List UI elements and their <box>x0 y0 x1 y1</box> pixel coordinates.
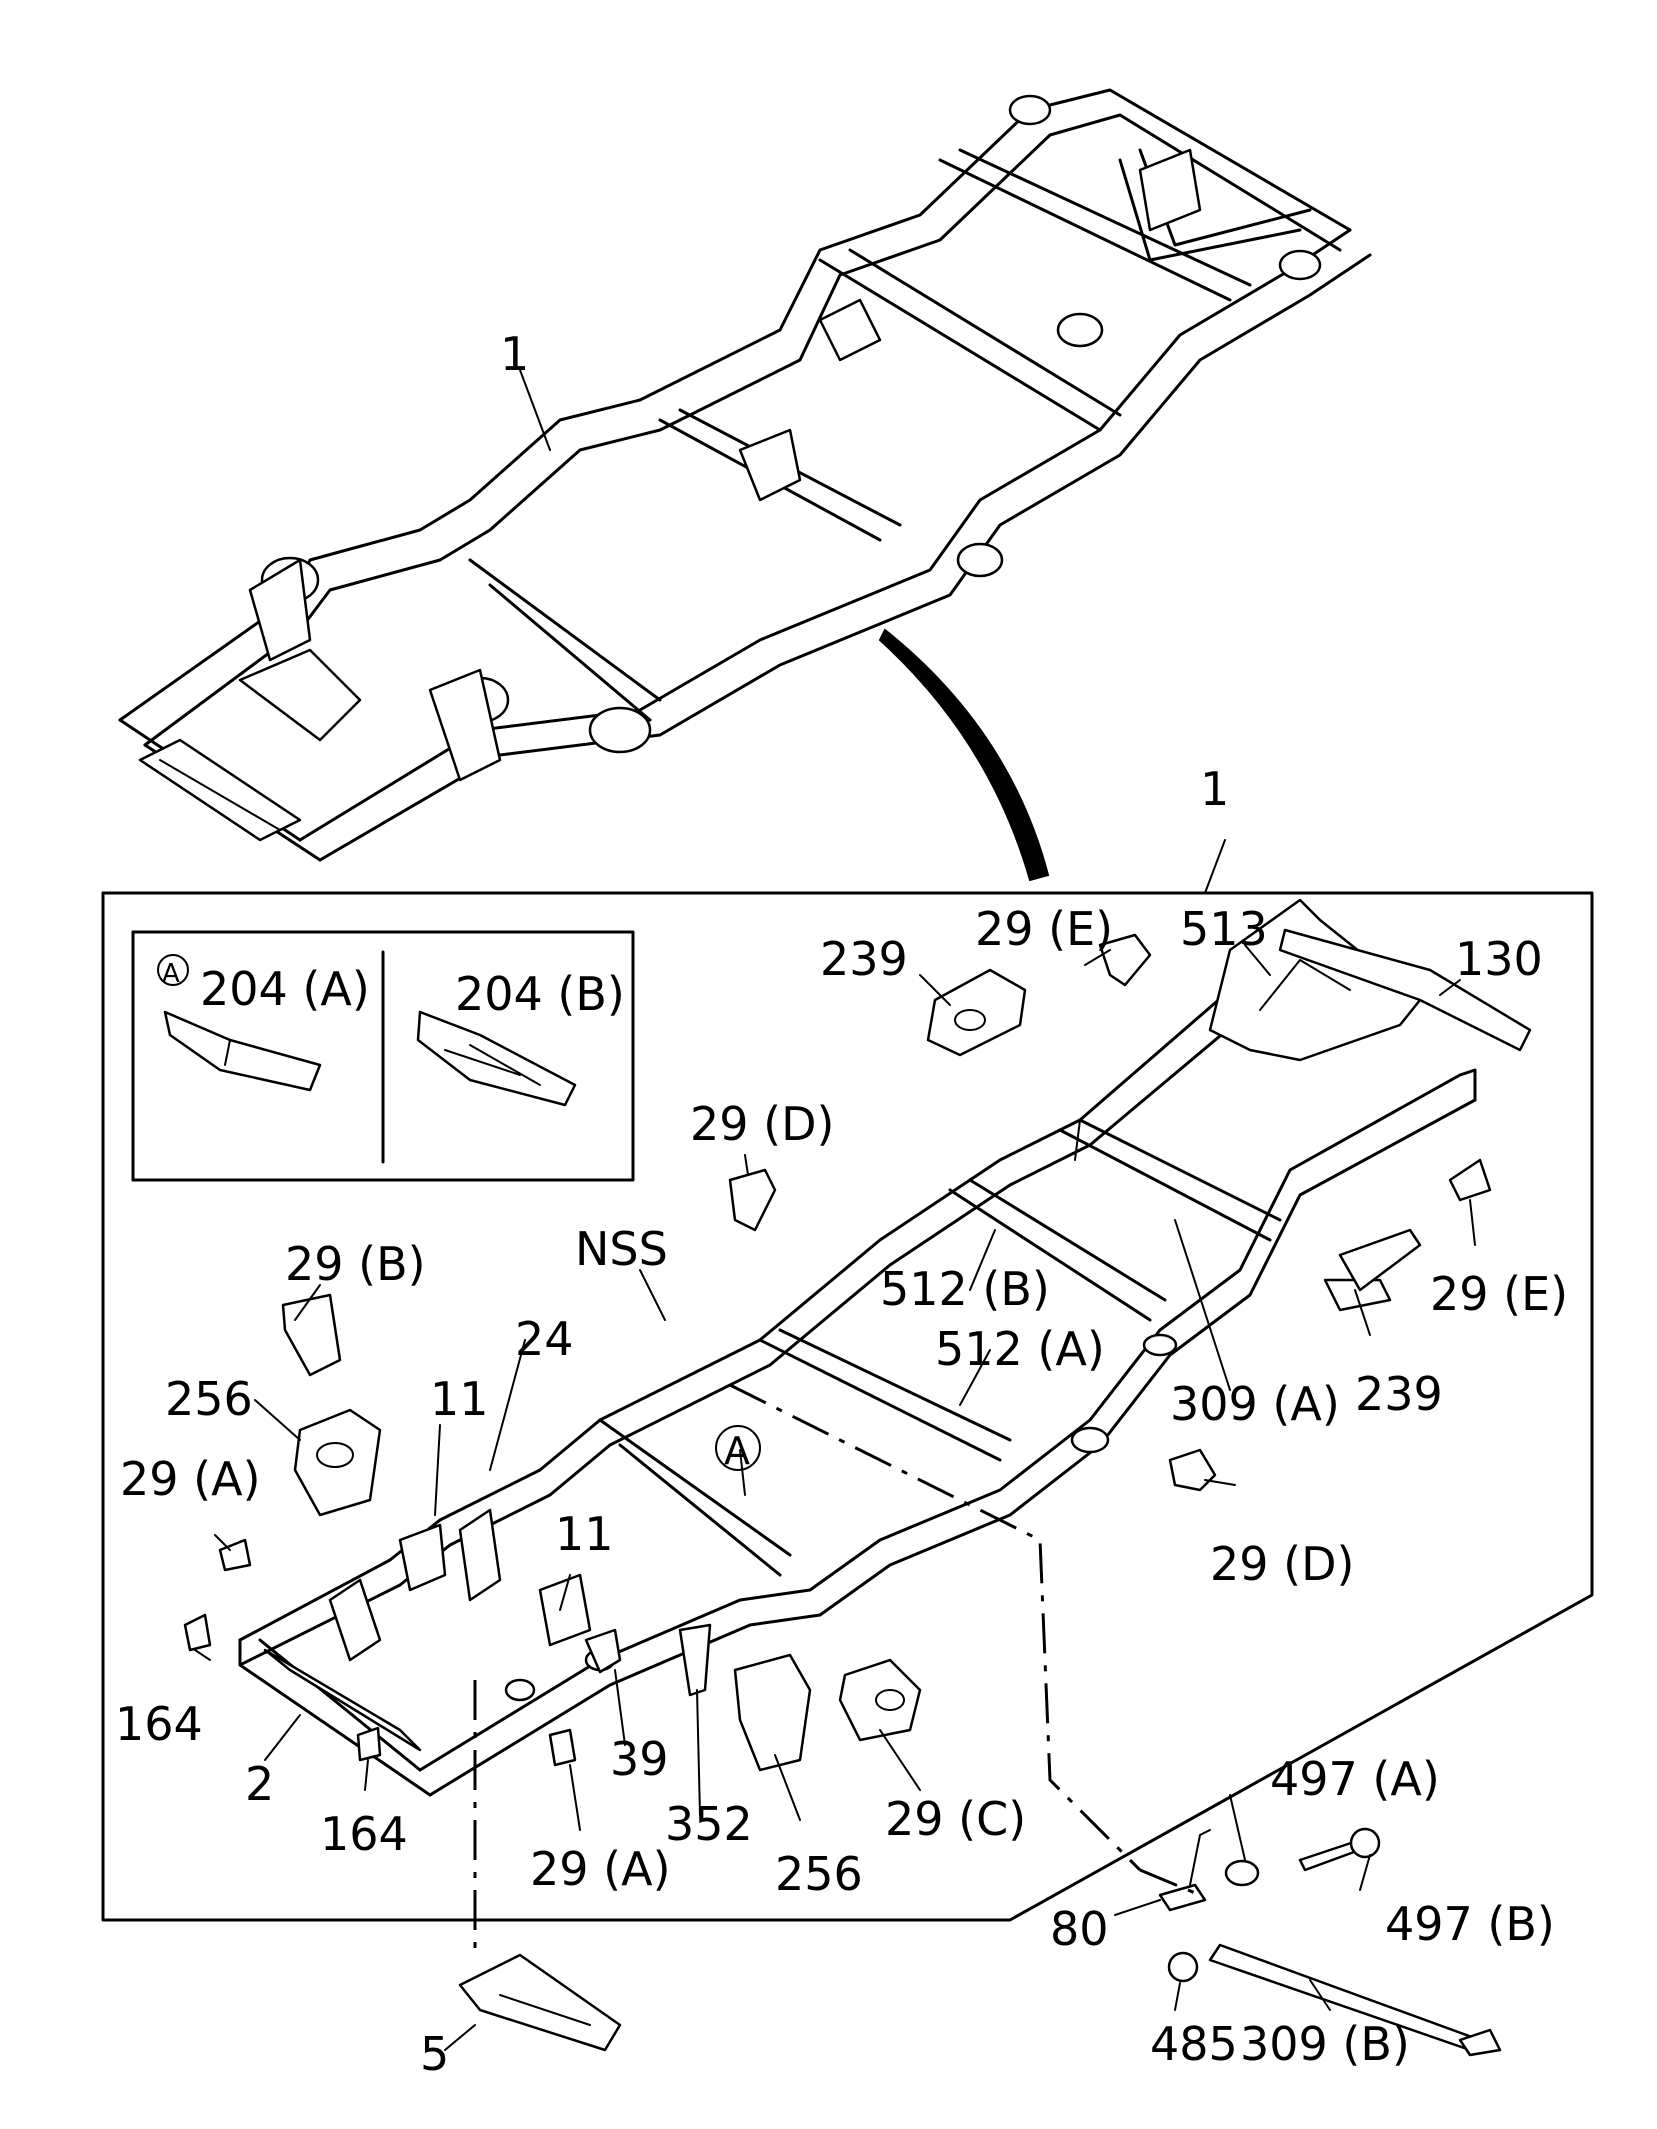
callout-164-bottom: 164 <box>320 1807 408 1861</box>
marker-a-frame: A <box>724 1429 750 1473</box>
callout-130: 130 <box>1455 932 1543 986</box>
callout-29d-top: 29 (D) <box>690 1097 834 1151</box>
exploded-parts <box>183 898 1532 2057</box>
zoom-arrow <box>878 628 1050 882</box>
callout-29a-left: 29 (A) <box>120 1452 261 1506</box>
callout-29e-top: 29 (E) <box>975 902 1113 956</box>
leader-lines <box>194 369 1476 2051</box>
callout-29d-bottom: 29 (D) <box>1210 1537 1354 1591</box>
callout-309a: 309 (A) <box>1170 1377 1340 1431</box>
callout-80: 80 <box>1050 1902 1109 1956</box>
callout-1-box: 1 <box>1200 762 1229 816</box>
callout-11-mid: 11 <box>555 1507 614 1561</box>
callout-309b: 309 (B) <box>1240 2017 1410 2071</box>
callout-485: 485 <box>1150 2017 1238 2071</box>
callout-1-top: 1 <box>500 327 529 381</box>
callout-164-left: 164 <box>115 1697 203 1751</box>
callout-256-bottom: 256 <box>775 1847 863 1901</box>
callout-239-right: 239 <box>1355 1367 1443 1421</box>
callout-513: 513 <box>1180 902 1268 956</box>
callout-512b: 512 (B) <box>880 1262 1050 1316</box>
assembled-frame-illustration <box>118 88 1372 862</box>
callout-2: 2 <box>245 1757 274 1811</box>
inset-marker-a: A <box>162 959 180 989</box>
callout-11-left: 11 <box>430 1372 489 1426</box>
callout-497b: 497 (B) <box>1385 1897 1555 1951</box>
callout-29c: 29 (C) <box>885 1792 1026 1846</box>
callout-512a: 512 (A) <box>935 1322 1105 1376</box>
callout-labels: 1 1 A 204 (A) 204 (B) 239 29 (E) 513 130… <box>115 327 1568 2081</box>
callout-239-top: 239 <box>820 932 908 986</box>
inset-box-a <box>131 930 635 1182</box>
exploded-view-frame-border <box>101 891 1594 1922</box>
callout-nss: NSS <box>575 1222 668 1276</box>
marker-a-frame-circle <box>715 1425 761 1471</box>
part-204b-shape <box>416 1010 577 1107</box>
callout-352: 352 <box>665 1797 753 1851</box>
callout-204b: 204 (B) <box>455 967 625 1021</box>
callout-24: 24 <box>515 1312 574 1366</box>
callout-497a: 497 (A) <box>1270 1752 1440 1806</box>
centerline-right <box>1139 1868 1201 1897</box>
callout-204a: 204 (A) <box>200 962 370 1016</box>
centerline-309 <box>729 1383 1142 1872</box>
callout-39: 39 <box>610 1732 669 1786</box>
callout-5: 5 <box>420 2027 449 2081</box>
callout-29e-right: 29 (E) <box>1430 1267 1568 1321</box>
callout-29a-bottom: 29 (A) <box>530 1842 671 1896</box>
callout-256-left: 256 <box>165 1372 253 1426</box>
part-204a-shape <box>163 1010 322 1092</box>
callout-29b: 29 (B) <box>285 1237 426 1291</box>
